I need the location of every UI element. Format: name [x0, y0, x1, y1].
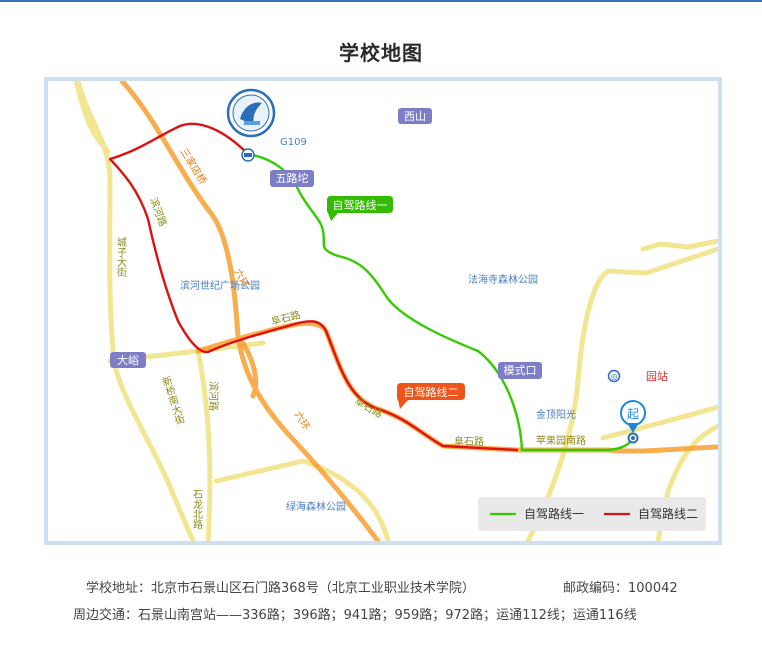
badge-xishan: 西山 [398, 108, 432, 124]
label-shilong: 石龙北路 [191, 489, 203, 530]
school-logo[interactable] [226, 88, 276, 138]
legend-label-route-one: 自驾路线一 [524, 506, 584, 521]
road-east-right [655, 423, 718, 541]
map-canvas: 西山 五路坨 大峪 模式口 自驾路线一 自驾路线二 G109 法海寺森林公园 金… [73, 81, 718, 541]
label-lvhai: 绿海森林公园 [286, 500, 346, 513]
badge-moshikou: 模式口 [498, 362, 542, 379]
badge-dayu: 大峪 [110, 352, 146, 368]
route-one-callout-text: 自驾路线一 [333, 198, 388, 212]
label-binhe-road-2: 滨河路 [207, 381, 220, 411]
label-binhe-park-text: 滨河世纪广场公园 [180, 279, 260, 292]
school-address: 学校地址：北京市石景山区石门路368号（北京工业职业技术学院） [86, 581, 475, 596]
label-fahaisi: 法海寺森林公园 [468, 273, 538, 286]
road-liuhuan-ramp [235, 333, 259, 399]
map-legend: 自驾路线一 自驾路线二 [478, 497, 706, 531]
label-pingguoyuan-road: 苹果园南路 [536, 434, 586, 447]
start-marker[interactable]: 起 [620, 365, 647, 444]
route-one-line [247, 152, 634, 452]
start-marker-text: 起 [627, 407, 639, 421]
road-west-loop [73, 81, 111, 154]
label-chengzi: 城子大街 [115, 237, 127, 278]
road-chengzi [75, 81, 196, 541]
label-liuhuan-2: 六环 [291, 409, 312, 432]
badge-moshikou-text: 模式口 [504, 364, 537, 377]
svg-text:新桥南大街: 新桥南大街 [158, 374, 185, 427]
svg-text:石龙北路: 石龙北路 [191, 489, 203, 530]
route-two-line [108, 122, 519, 452]
page-title: 学校地图 [339, 41, 423, 65]
road-lvhai-top [213, 458, 391, 541]
label-binhe-road: 滨河路 [147, 196, 169, 229]
label-jinding: 金顶阳光 [536, 408, 576, 421]
label-binhe-park: 滨河世纪广场公园 [180, 279, 260, 292]
label-xinqiao: 新桥南大街 [158, 374, 185, 427]
nearby-transit: 周边交通：石景山南宫站——336路；396路；941路；959路；972路；运通… [73, 608, 637, 623]
badge-wuluotuo: 五路坨 [270, 170, 314, 187]
route-two-callout-text: 自驾路线二 [404, 385, 459, 399]
postal-code: 邮政编码：100042 [563, 581, 678, 596]
route-two-callout: 自驾路线二 [397, 383, 465, 409]
label-g109: G109 [280, 137, 307, 148]
subway-icon: ◎ [611, 372, 618, 381]
badge-xishan-text: 西山 [404, 110, 426, 123]
road-binhe-lower [195, 348, 213, 541]
road-east-ne [640, 238, 718, 252]
svg-text:城子大街: 城子大街 [115, 237, 127, 278]
top-rule [0, 0, 762, 2]
badge-dayu-text: 大峪 [117, 353, 139, 367]
route-one-callout: 自驾路线一 [327, 196, 393, 221]
legend-label-route-two: 自驾路线二 [638, 506, 698, 521]
road-east-horiz [600, 404, 718, 441]
badge-wuluotuo-text: 五路坨 [276, 171, 309, 185]
label-fushi-3: 阜石路 [454, 435, 484, 448]
start-car-icon [241, 148, 255, 162]
school-map[interactable]: 西山 五路坨 大峪 模式口 自驾路线一 自驾路线二 G109 法海寺森林公园 金… [44, 77, 722, 545]
